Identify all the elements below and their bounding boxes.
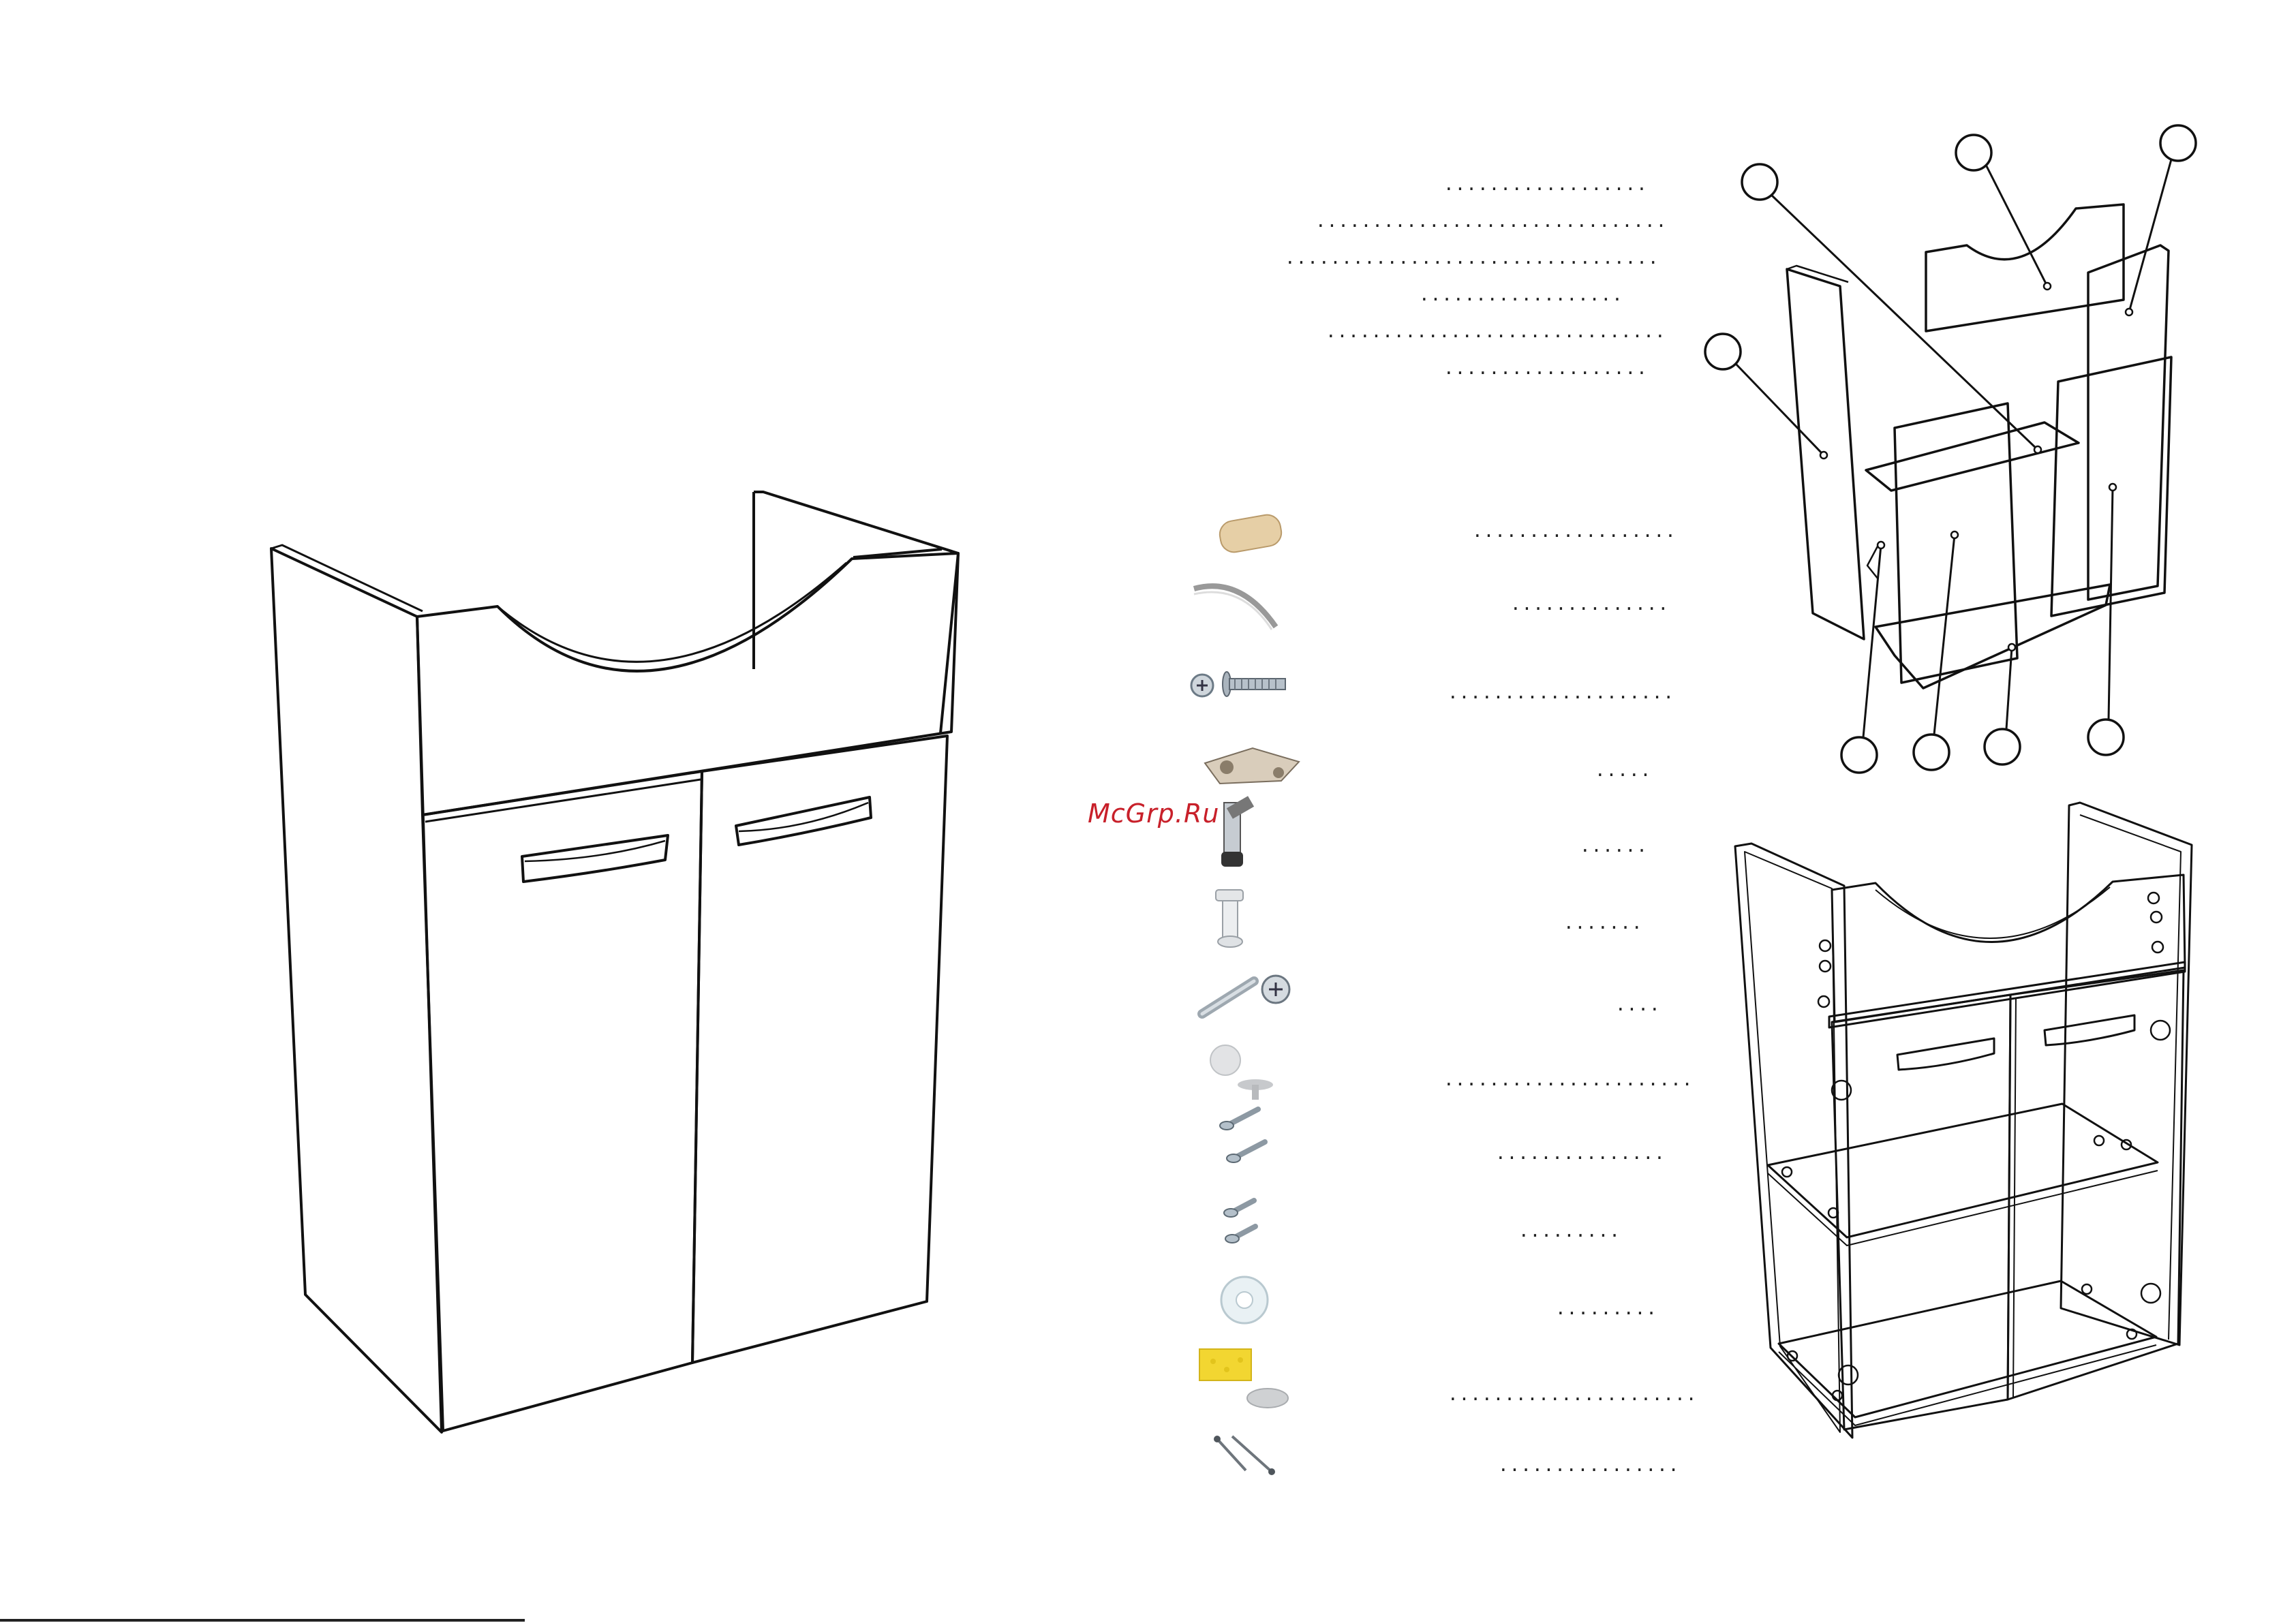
wooden-dowel-icon [1219, 514, 1283, 553]
panel-leader-3: ................................. [1285, 248, 1659, 268]
nail-icon [1214, 1435, 1275, 1475]
hardware-leader-hinge: ..... [1595, 760, 1652, 781]
hardware-leader-dowel: .................. [1472, 521, 1677, 542]
handle-screw-icon [1190, 671, 1286, 698]
watermark-text: McGrp.Ru [1088, 799, 1220, 829]
panel-leader-1: .................. [1443, 174, 1648, 195]
hardware-leader-washer: ......... [1555, 1299, 1657, 1319]
screw-long-icon [1219, 1107, 1268, 1163]
washer-icon [1220, 1276, 1269, 1325]
panel-leader-5: .............................. [1326, 322, 1666, 342]
panel-leader-4: .................. [1419, 285, 1623, 305]
hardware-leader-cap-plug: ...................... [1443, 1070, 1694, 1090]
hardware-leader-nail: ................ [1498, 1455, 1680, 1476]
hardware-leader-screw-short: ......... [1518, 1221, 1621, 1241]
cam-lock-icon [1197, 974, 1291, 1019]
panel-leader-6: .................. [1443, 358, 1648, 379]
hardware-leader-handle: .............. [1510, 594, 1670, 615]
hinge-icon [1204, 747, 1300, 785]
door-handle-icon [1193, 583, 1279, 630]
hardware-leader-adjustable-leg: ...... [1580, 836, 1648, 856]
hardware-leader-cam-lock: .... [1615, 995, 1661, 1015]
footer-rule [0, 1619, 525, 1622]
hardware-leader-screw-long: ............... [1495, 1143, 1666, 1164]
hardware-leader-plastic-leg: ....... [1563, 913, 1643, 933]
sticker-cover-icon [1199, 1348, 1289, 1408]
adjustable-leg-icon [1221, 796, 1255, 867]
cap-plug-icon [1210, 1045, 1273, 1100]
hardware-leader-sticker: ...................... [1448, 1385, 1698, 1405]
hardware-leader-handle-screw: .................... [1448, 683, 1675, 703]
plastic-leg-icon [1215, 889, 1244, 948]
panel-leader-2: ............................... [1315, 211, 1668, 232]
screw-short-icon [1223, 1198, 1258, 1243]
